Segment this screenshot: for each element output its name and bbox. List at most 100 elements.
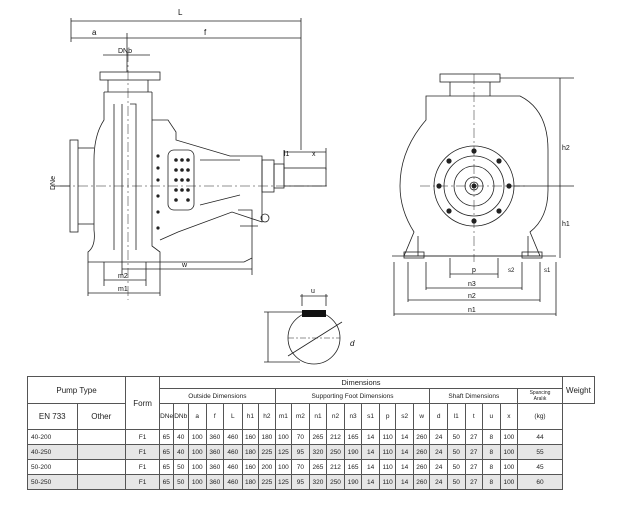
- cell-value: 24: [429, 459, 448, 475]
- label-m2: m2: [118, 273, 128, 280]
- shaft-detail: [264, 294, 343, 365]
- cell-value: 8: [482, 429, 501, 445]
- cell-value: 14: [395, 429, 414, 445]
- cell-value: 125: [274, 444, 293, 460]
- cell-weight: 44: [517, 429, 563, 445]
- col-header: s1: [361, 403, 380, 430]
- cell-value: 50: [446, 444, 466, 460]
- header-form: Form: [125, 376, 161, 430]
- cell-value: 100: [274, 459, 293, 475]
- label-w: w: [181, 262, 188, 269]
- label-s2: s2: [508, 268, 515, 274]
- dimensions-table: Pump Type Form Dimensions Weight Outside…: [26, 376, 596, 490]
- label-s1: s1: [544, 268, 551, 274]
- cell-value: 110: [378, 429, 397, 445]
- cell-value: 8: [482, 444, 501, 460]
- cell-value: 100: [187, 474, 207, 490]
- header-spacing-line1: Spancing: [529, 390, 551, 396]
- header-weight-unit: (kg): [517, 403, 563, 430]
- cell-weight: 55: [517, 444, 563, 460]
- cell-value: 100: [187, 459, 207, 475]
- cell-value: 14: [395, 459, 414, 475]
- cell-value: 460: [223, 474, 243, 490]
- cell-value: 190: [343, 444, 363, 460]
- cell-value: 100: [499, 459, 519, 475]
- cell-value: 460: [223, 429, 243, 445]
- label-x: x: [312, 151, 316, 158]
- front-discharge-flange: [439, 73, 501, 83]
- cell-value: 27: [464, 474, 484, 490]
- cell-value: 360: [205, 459, 225, 475]
- label-f: f: [204, 28, 207, 37]
- shaft-key: [302, 310, 326, 317]
- cell-value: 100: [187, 444, 207, 460]
- cell-value: 65: [159, 444, 174, 460]
- label-u: u: [311, 288, 315, 295]
- cell-value: 24: [429, 474, 448, 490]
- cell-value: 70: [291, 429, 310, 445]
- label-h1: h1: [562, 221, 570, 228]
- cell-value: 360: [205, 429, 225, 445]
- header-other: Other: [76, 403, 127, 430]
- cell-value: 14: [395, 444, 414, 460]
- cell-value: 70: [291, 459, 310, 475]
- col-header: s2: [395, 403, 414, 430]
- bearing-bracket: [152, 119, 263, 241]
- label-L: L: [178, 8, 183, 17]
- header-outside: Outside Dimensions: [159, 388, 276, 404]
- cell-value: 65: [159, 429, 174, 445]
- label-h2: h2: [562, 145, 570, 152]
- cell-value: 50: [446, 429, 466, 445]
- cell-value: 8: [482, 459, 501, 475]
- front-bolt-holes: [436, 148, 512, 224]
- label-m1: m1: [118, 286, 128, 293]
- cell-value: 24: [429, 444, 448, 460]
- cell-form: F1: [125, 444, 161, 460]
- cell-value: 14: [361, 429, 380, 445]
- cell-value: 95: [291, 444, 310, 460]
- cell-value: 14: [395, 474, 414, 490]
- cell-value: 27: [464, 429, 484, 445]
- cell-other: [76, 474, 127, 490]
- cell-value: 40: [172, 429, 189, 445]
- cell-value: 460: [223, 459, 243, 475]
- col-header: h1: [241, 403, 260, 430]
- shaft-end: [283, 167, 327, 187]
- discharge-flange: [99, 71, 161, 81]
- header-spacing: Spancing Aralık: [517, 388, 563, 404]
- cell-weight: 60: [517, 474, 563, 490]
- label-d: d: [350, 339, 355, 348]
- cell-value: 225: [258, 444, 276, 460]
- cell-value: 360: [205, 444, 225, 460]
- cell-value: 265: [308, 459, 328, 475]
- cell-pump-type: 50-250: [27, 474, 78, 490]
- label-l1: l1: [284, 151, 290, 158]
- cell-value: 50: [172, 474, 189, 490]
- cell-value: 100: [274, 429, 293, 445]
- label-dne: DNe: [50, 176, 57, 190]
- cell-value: 190: [343, 474, 363, 490]
- cell-value: 65: [159, 459, 174, 475]
- cell-value: 265: [308, 429, 328, 445]
- col-header: m1: [274, 403, 293, 430]
- cell-weight: 45: [517, 459, 563, 475]
- cell-value: 110: [378, 459, 397, 475]
- label-n2: n2: [468, 293, 476, 300]
- cell-pump-type: 50-200: [27, 459, 78, 475]
- col-header: L: [223, 403, 243, 430]
- cell-value: 260: [412, 474, 431, 490]
- cell-value: 260: [412, 444, 431, 460]
- cell-value: 160: [241, 429, 260, 445]
- header-dimensions: Dimensions: [159, 376, 563, 389]
- cell-value: 110: [378, 474, 397, 490]
- cell-value: 40: [172, 444, 189, 460]
- col-header: DNb: [172, 403, 189, 430]
- pump-casing: [87, 92, 161, 263]
- cell-value: 165: [343, 429, 363, 445]
- col-header: a: [187, 403, 207, 430]
- cell-pump-type: 40-250: [27, 444, 78, 460]
